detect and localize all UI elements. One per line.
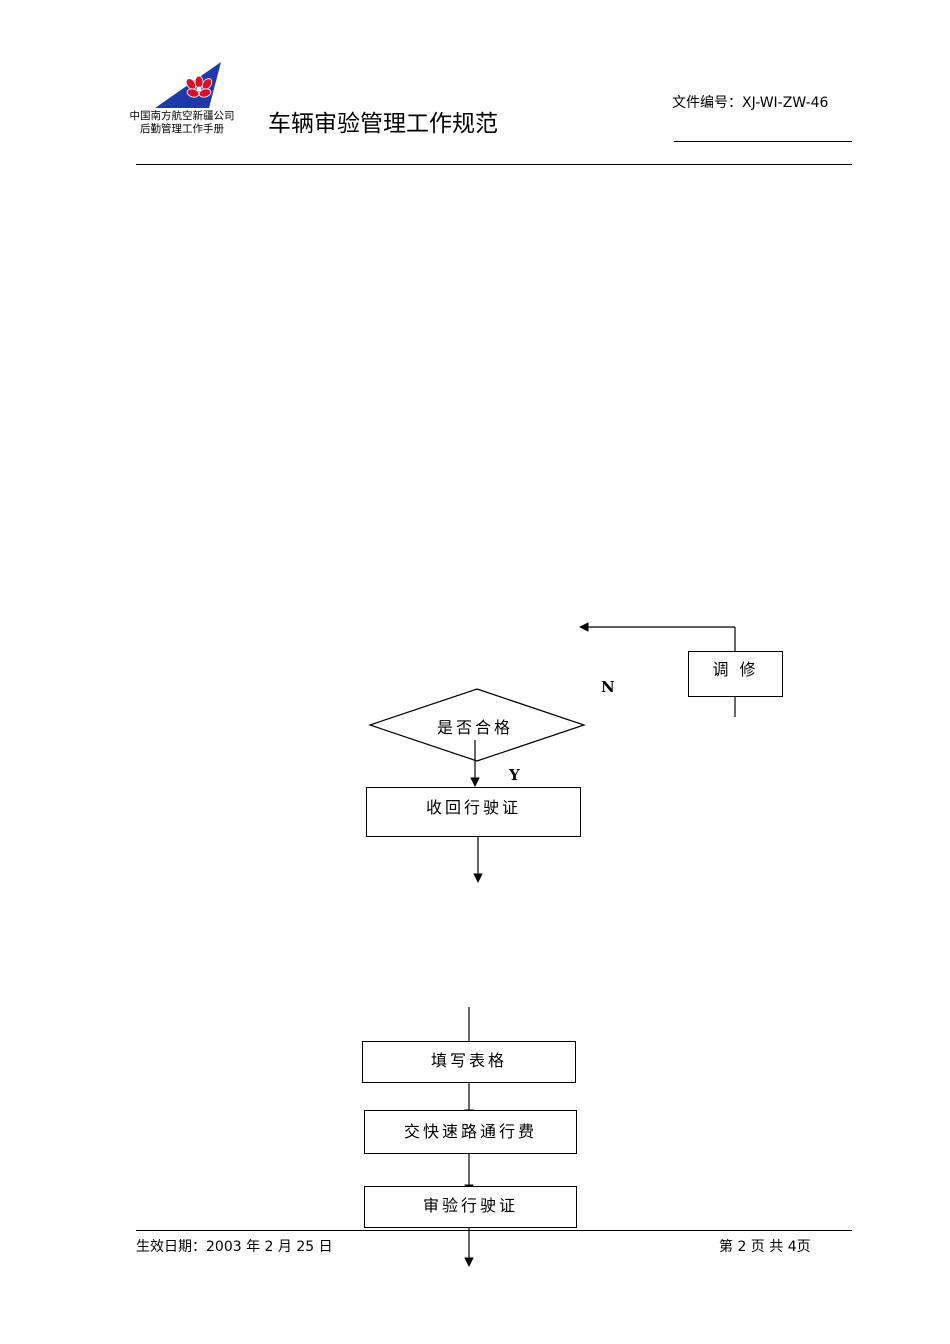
header-divider bbox=[136, 164, 852, 165]
china-southern-logo-icon bbox=[155, 62, 221, 108]
footer-divider bbox=[136, 1230, 852, 1231]
fill-form-label: 填写表格 bbox=[430, 1051, 507, 1070]
pay-fee-label: 交快速路通行费 bbox=[403, 1122, 537, 1141]
repair-label: 调 修 bbox=[712, 660, 759, 679]
inspect-license-box: 审验行驶证 bbox=[364, 1186, 577, 1228]
collect-license-box: 收回行驶证 bbox=[366, 787, 581, 837]
no-label: N bbox=[601, 678, 615, 696]
effective-date: 生效日期：2003 年 2 月 25 日 bbox=[136, 1239, 333, 1255]
pay-fee-box: 交快速路通行费 bbox=[364, 1110, 577, 1154]
company-name: 中国南方航空新疆公司 后勤管理工作手册 bbox=[118, 110, 246, 136]
inspect-license-label: 审验行驶证 bbox=[422, 1196, 518, 1215]
page-info: 第 2 页 共 4页 bbox=[719, 1239, 811, 1255]
company-line-1: 中国南方航空新疆公司 bbox=[129, 110, 235, 122]
repair-box: 调 修 bbox=[688, 651, 783, 697]
company-line-2: 后勤管理工作手册 bbox=[140, 123, 224, 135]
collect-license-label: 收回行驶证 bbox=[425, 798, 521, 817]
document-number: 文件编号：XJ-WI-ZW-46 bbox=[672, 95, 829, 111]
decision-label: 是否合格 bbox=[437, 718, 514, 737]
doc-number-underline bbox=[674, 141, 852, 142]
document-title: 车辆审验管理工作规范 bbox=[268, 111, 498, 137]
fill-form-box: 填写表格 bbox=[362, 1041, 576, 1083]
yes-label: Y bbox=[509, 766, 520, 784]
